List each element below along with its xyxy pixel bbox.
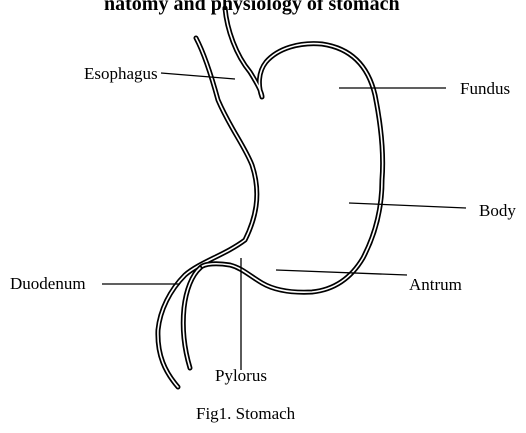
esophagus-leader-line bbox=[161, 73, 235, 79]
label-duodenum: Duodenum bbox=[10, 274, 86, 293]
label-body: Body bbox=[479, 201, 516, 220]
label-fundus: Fundus bbox=[460, 79, 510, 98]
body-leader-line bbox=[349, 203, 466, 208]
greater-curvature-outline bbox=[158, 38, 257, 387]
label-antrum: Antrum bbox=[409, 275, 462, 294]
label-esophagus: Esophagus bbox=[84, 64, 158, 83]
figure-caption: Fig1. Stomach bbox=[196, 404, 296, 423]
antrum-leader-line bbox=[276, 270, 407, 275]
label-pylorus: Pylorus bbox=[215, 366, 267, 385]
section-heading: natomy and physiology of stomach bbox=[0, 0, 526, 15]
